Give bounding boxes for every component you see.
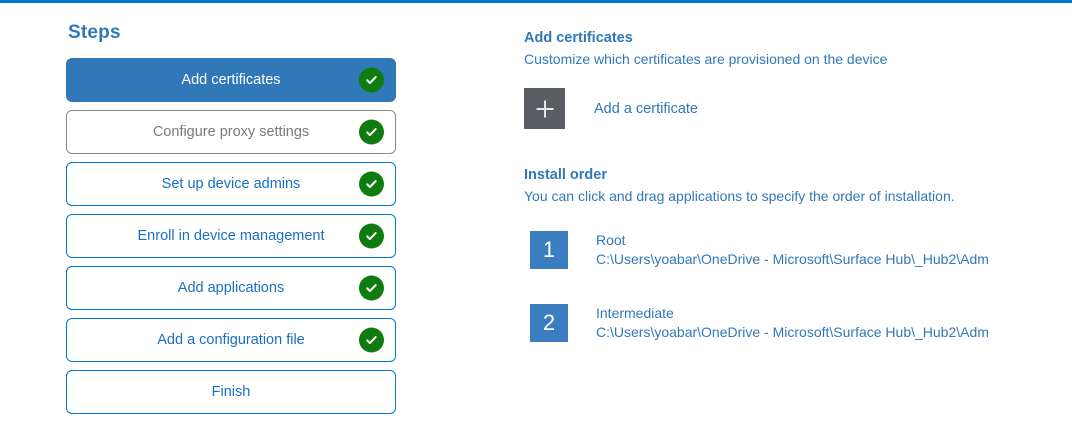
install-order-heading: Install order: [524, 167, 607, 183]
step-button-label: Configure proxy settings: [152, 124, 310, 140]
step-button-label: Add a configuration file: [157, 332, 305, 348]
install-order-number-badge: 2: [530, 304, 568, 342]
check-icon: [359, 327, 384, 353]
plus-icon: [524, 88, 565, 129]
install-order-section: Install order You can click and drag app…: [524, 167, 1072, 342]
steps-panel-title: Steps: [68, 22, 121, 43]
install-order-name: Root: [596, 232, 626, 249]
check-icon: [359, 119, 384, 145]
step-button-2[interactable]: Set up device admins: [66, 162, 396, 206]
add-certificates-section: Add certificates Customize which certifi…: [524, 30, 1072, 129]
install-order-path: C:\Users\yoabar\OneDrive - Microsoft\Sur…: [596, 324, 989, 340]
top-accent-bar: [0, 0, 1072, 3]
step-button-5[interactable]: Add a configuration file: [66, 318, 396, 362]
step-button-4[interactable]: Add applications: [66, 266, 396, 310]
step-button-label: Add applications: [177, 280, 285, 296]
step-button-0[interactable]: Add certificates: [66, 58, 396, 102]
check-icon: [359, 171, 384, 197]
step-button-3[interactable]: Enroll in device management: [66, 214, 396, 258]
add-a-certificate-label: Add a certificate: [594, 100, 698, 117]
check-icon: [359, 223, 384, 249]
install-order-number-badge: 1: [530, 231, 568, 269]
step-button-1[interactable]: Configure proxy settings: [66, 110, 396, 154]
step-button-6[interactable]: Finish: [66, 370, 396, 414]
add-certificates-subheading: Customize which certificates are provisi…: [524, 51, 888, 67]
install-order-path: C:\Users\yoabar\OneDrive - Microsoft\Sur…: [596, 251, 989, 267]
check-icon: [359, 67, 384, 93]
step-button-label: Finish: [211, 384, 251, 400]
detail-panel: Add certificates Customize which certifi…: [524, 30, 1072, 377]
step-button-label: Set up device admins: [161, 176, 301, 192]
install-order-subheading: You can click and drag applications to s…: [524, 188, 955, 204]
check-icon: [359, 275, 384, 301]
install-order-name: Intermediate: [596, 305, 674, 322]
step-button-label: Add certificates: [181, 72, 281, 88]
add-certificates-heading: Add certificates: [524, 30, 633, 46]
add-a-certificate-button[interactable]: Add a certificate: [524, 88, 698, 129]
step-button-label: Enroll in device management: [137, 228, 325, 244]
